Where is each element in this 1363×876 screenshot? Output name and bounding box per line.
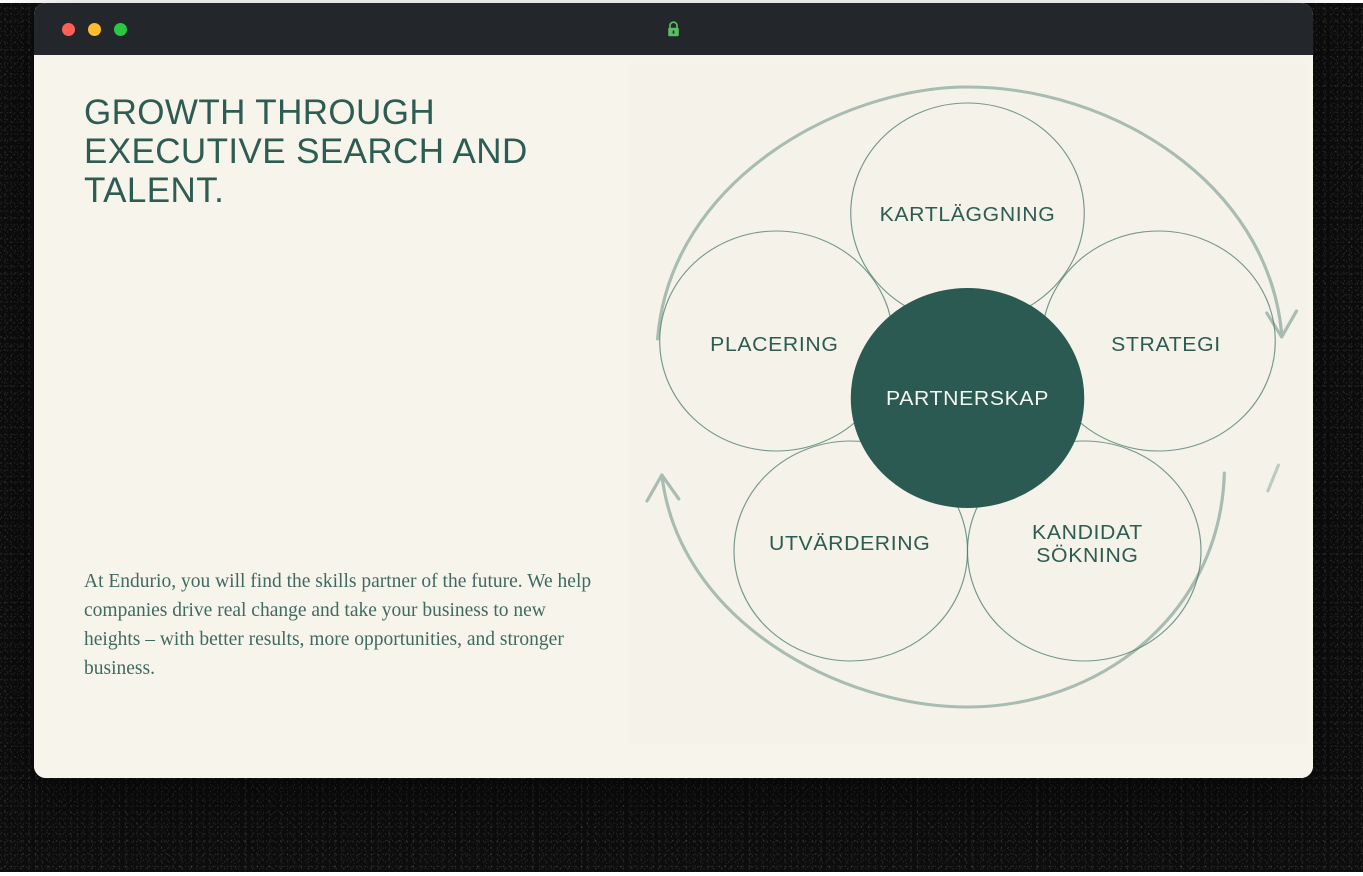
petal-circle-utvardering[interactable] [733,440,969,662]
cycle-arrows [645,85,1299,709]
petal-label-kartlaggning: KARTLÄGGNING [880,204,1056,226]
clockwise-arrow-left [660,471,1226,709]
intro-paragraph: At Endurio, you will find the skills par… [84,571,592,679]
center-hub-label: PARTNERSKAP [886,388,1049,410]
page-content: GROWTH THROUGH EXECUTIVE SEARCH AND TALE… [34,55,1313,778]
traffic-light-group [62,22,127,36]
arrow-head-up-icon [645,473,681,503]
petal-label-kandidat-line2: SÖKNING [1036,545,1138,567]
clockwise-arrow-right [656,85,1284,341]
center-hub-circle[interactable] [850,288,1085,508]
address-bar [34,20,1313,38]
close-button[interactable] [62,22,75,36]
headline-line-3: TALENT. [84,171,225,210]
lock-icon[interactable] [666,20,681,38]
headline-line-2: EXECUTIVE SEARCH AND [84,132,528,171]
browser-window: GROWTH THROUGH EXECUTIVE SEARCH AND TALE… [34,3,1313,778]
minimize-button[interactable] [88,22,101,36]
petal-label-kandidat-line1: KANDIDAT [1032,522,1143,544]
petal-label-kandidat: KANDIDAT SÖKNING [1032,522,1143,567]
page-title: GROWTH THROUGH EXECUTIVE SEARCH AND TALE… [84,93,554,210]
headline-line-1: GROWTH THROUGH [84,93,436,132]
canvas-bottom-edge [0,872,1363,876]
maximize-button[interactable] [114,22,127,36]
intro-column: GROWTH THROUGH EXECUTIVE SEARCH AND TALE… [34,55,630,778]
process-diagram: KARTLÄGGNING STRATEGI KANDIDAT SÖKNING U… [630,61,1305,744]
canvas-top-edge [0,0,1363,3]
diagram-canvas: KARTLÄGGNING STRATEGI KANDIDAT SÖKNING U… [645,85,1299,709]
petal-label-strategi: STRATEGI [1111,334,1221,356]
arrow-head-down-icon [1265,309,1299,339]
window-titlebar [34,3,1313,55]
petal-label-placering: PLACERING [710,334,838,356]
petal-circles [659,102,1276,662]
decorative-tick [1266,463,1281,493]
petal-label-utvardering: UTVÄRDERING [769,533,930,555]
